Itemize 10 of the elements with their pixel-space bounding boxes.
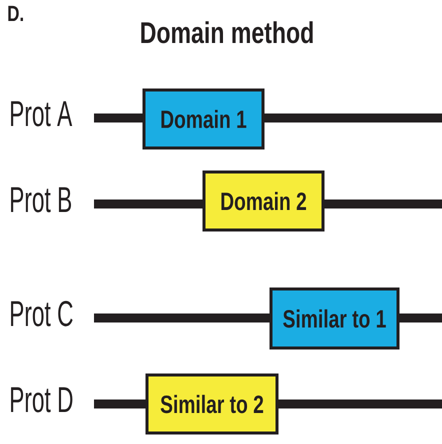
title: Domain method (141, 21, 313, 44)
domain-box: Domain 1 (142, 88, 264, 150)
row-label: Prot C (11, 300, 73, 326)
row-label: Prot B (11, 187, 71, 212)
domain-box: Similar to 2 (146, 374, 278, 434)
domain-box: Domain 2 (202, 170, 324, 232)
row-label: Prot A (11, 101, 72, 126)
panel-letter: D. (8, 6, 23, 21)
domain-box: Similar to 1 (270, 288, 400, 350)
row-label: Prot D (11, 387, 72, 412)
